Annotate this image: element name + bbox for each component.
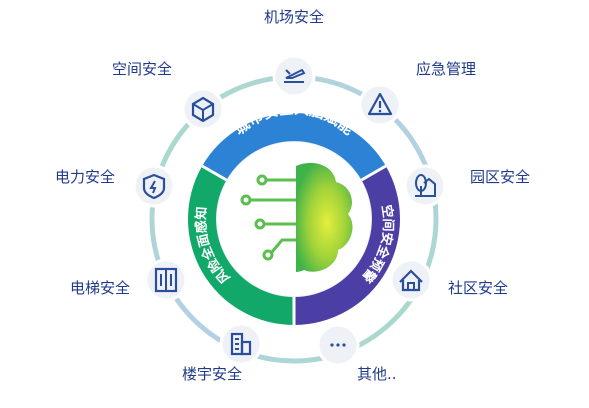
arc-left-band — [187, 166, 294, 325]
house-icon — [399, 269, 423, 292]
node-other[interactable] — [316, 323, 360, 367]
node-airport[interactable] — [272, 54, 316, 98]
power-shield-icon — [142, 173, 166, 200]
node-circle[interactable] — [272, 54, 316, 98]
circuit-lines — [240, 174, 296, 261]
arc-right-band — [294, 166, 401, 325]
node-label-airport: 机场安全 — [263, 8, 325, 26]
brain-illustration — [240, 162, 353, 272]
ellipsis-icon — [330, 343, 346, 347]
warning-triangle-icon — [367, 92, 393, 116]
elevator-icon — [154, 267, 178, 293]
node-space[interactable] — [181, 87, 225, 131]
building-icon — [230, 332, 252, 356]
node-circle[interactable] — [132, 164, 176, 208]
node-building[interactable] — [219, 322, 263, 366]
node-label-emergency: 应急管理 — [416, 60, 477, 78]
node-emergency[interactable] — [358, 83, 402, 127]
node-label-power: 电力安全 — [55, 168, 116, 186]
node-label-community: 社区安全 — [448, 279, 509, 297]
node-label-park: 园区安全 — [470, 168, 531, 186]
node-label-building: 楼宇安全 — [182, 365, 243, 383]
node-circle[interactable] — [389, 258, 433, 302]
node-elevator[interactable] — [144, 258, 188, 302]
cube-icon — [191, 96, 215, 123]
arc-top-band — [202, 112, 386, 180]
center-disc: 城市安全大脑赋能 空间安全预警 风险全面感知 — [187, 99, 401, 325]
airplane-icon — [284, 68, 306, 83]
node-label-elevator: 电梯安全 — [70, 279, 131, 297]
node-community[interactable] — [389, 258, 433, 302]
node-park[interactable] — [403, 164, 447, 208]
park-tree-icon — [415, 174, 436, 197]
node-label-space: 空间安全 — [112, 60, 173, 78]
node-power[interactable] — [132, 164, 176, 208]
node-label-other: 其他.. — [357, 365, 397, 383]
brain-half — [296, 162, 353, 272]
